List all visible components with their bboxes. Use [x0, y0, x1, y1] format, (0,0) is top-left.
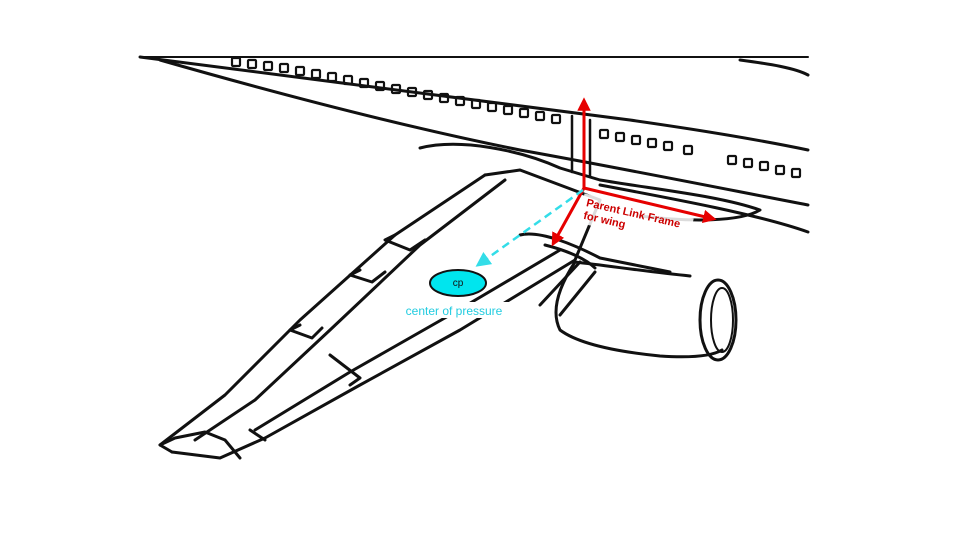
flap-fairing-2 [350, 270, 385, 282]
cp-marker-label: cp [453, 278, 464, 289]
airplane-drawing [140, 57, 808, 458]
engine-strut [540, 262, 595, 315]
frame-y-axis-arrow [553, 188, 584, 244]
fuselage-rear-curve [740, 60, 808, 75]
engine-inlet-outer [700, 280, 736, 360]
window-row [232, 58, 800, 177]
engine-nacelle [556, 262, 722, 357]
door-outline [572, 116, 590, 176]
wing-trailing-edge-inner [255, 250, 560, 430]
flap-segment-2 [250, 430, 265, 440]
flap-fairing-3 [290, 325, 322, 338]
fuselage-upper-contour [140, 57, 808, 150]
cp-caption: center of pressure [406, 304, 503, 318]
engine-inlet-inner [711, 288, 733, 352]
cp-dashed-vector [478, 190, 583, 265]
